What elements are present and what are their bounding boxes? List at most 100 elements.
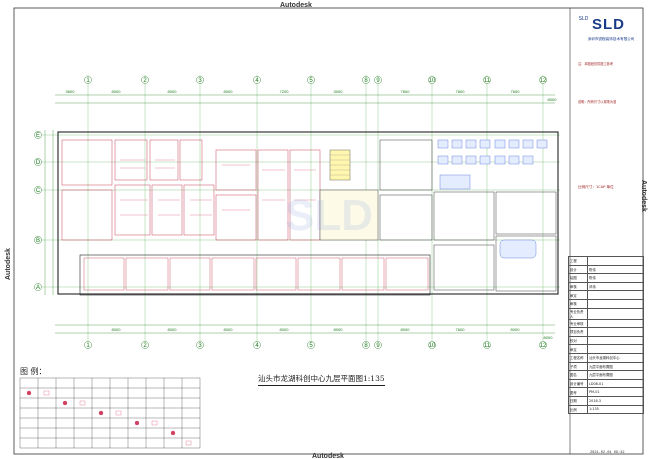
bottom-axis-1: 1 xyxy=(86,343,90,349)
title-block-value: 陈伟 xyxy=(587,273,644,283)
company-name: 深圳市锐程装饰技术有限公司 xyxy=(587,37,635,41)
bottom-axis-12: 12 xyxy=(540,343,547,349)
title-block-key: 日期 xyxy=(568,395,588,406)
title-block-value: 邓伟 xyxy=(587,281,644,292)
bottom-axis-4: 4 xyxy=(255,343,259,349)
lower-wing xyxy=(79,254,431,296)
title-block-key: 设计 xyxy=(568,264,588,275)
bottom-axis-8: 8 xyxy=(364,343,368,349)
top-dim-0: 3600 xyxy=(66,89,76,94)
row-axis-A: A xyxy=(36,285,40,291)
stair-treads xyxy=(330,154,350,176)
bottom-dim-7: 8000 xyxy=(511,327,521,332)
title-block-row: 项目负责 xyxy=(568,327,644,337)
watermark-right: Autodesk xyxy=(640,180,647,212)
title-block-key: 比例 xyxy=(568,404,588,415)
core-corridor xyxy=(319,189,379,241)
title-block-key: 校对 xyxy=(568,335,588,346)
top-dim-9: 8000 xyxy=(548,97,558,102)
title-block-value: 九层平面布置图 xyxy=(587,370,644,380)
title-block-key: 工程名称 xyxy=(568,352,588,363)
note-b: 说明：所有尺寸以现场为准 xyxy=(578,100,617,104)
bottom-dim-4: 8000 xyxy=(334,327,344,332)
title-block-value xyxy=(587,307,644,320)
outer-frame xyxy=(13,7,644,455)
row-axis-bubbles xyxy=(34,131,42,291)
title-block-value: LD08-01 xyxy=(587,378,644,389)
title-block-value: 2018.3 xyxy=(587,395,644,406)
title-block-row: 专业负责人 xyxy=(568,307,644,320)
title-block-key: 项目负责 xyxy=(568,327,588,337)
title-block-row: 子项九层平面布置图 xyxy=(568,361,644,372)
title-block-value: 陈伟 xyxy=(587,264,644,275)
top-axis-5: 5 xyxy=(309,78,313,84)
company-logo: SLD xyxy=(592,16,625,33)
title-block-key: 子项 xyxy=(568,361,588,372)
top-dim-2: 8000 xyxy=(168,89,178,94)
legend-grid xyxy=(19,377,201,449)
title-block-row: 校对 xyxy=(568,335,644,346)
title-block: 工程设计陈伟绘图陈伟审核邓伟审定审核专业负责人专业审核项目负责校对审定工程名称汕… xyxy=(568,256,644,415)
bottom-axis-9: 9 xyxy=(376,343,380,349)
top-axis-11: 11 xyxy=(484,78,491,84)
note-a: 注：本图纸仅供施工参考 xyxy=(578,62,614,66)
title-block-key: 审定 xyxy=(568,344,588,354)
lower-wing-rooms xyxy=(83,257,429,291)
top-dim-4: 7200 xyxy=(280,89,290,94)
title-block-value xyxy=(587,290,644,300)
bottom-dim-2: 8000 xyxy=(224,327,234,332)
legend-symbols xyxy=(26,390,192,446)
title-block-value: 1:135 xyxy=(587,404,644,415)
watermark-bottom: Autodesk xyxy=(312,453,344,459)
title-block-row: 审核 xyxy=(568,298,644,309)
bottom-dim-1: 8000 xyxy=(168,327,178,332)
right-office-furniture xyxy=(437,139,548,259)
plan-watermark-logo: SLD xyxy=(285,191,373,240)
top-axis-8: 8 xyxy=(364,78,368,84)
title-block-value xyxy=(587,344,644,354)
watermark-top: Autodesk xyxy=(280,2,312,9)
top-dim-7: 7800 xyxy=(456,89,466,94)
title-block-value xyxy=(587,335,644,346)
bottom-dim-5: 8000 xyxy=(401,327,411,332)
dimension-lines xyxy=(44,94,555,334)
bottom-axis-11: 11 xyxy=(484,343,491,349)
date-stamp: 2021.02.04 09:32 xyxy=(590,451,625,455)
title-block-key: 设计编号 xyxy=(568,378,588,389)
title-block-key: 专业审核 xyxy=(568,318,588,329)
title-block-key: 审定 xyxy=(568,290,588,300)
top-axis-4: 4 xyxy=(255,78,259,84)
row-axis-B: B xyxy=(36,238,40,244)
title-block-row: 绘图陈伟 xyxy=(568,273,644,283)
top-axis-9: 9 xyxy=(376,78,380,84)
title-block-key: 审核 xyxy=(568,281,588,292)
title-block-value: PM-01 xyxy=(587,387,644,397)
top-axis-10: 10 xyxy=(429,78,436,84)
building-outline xyxy=(57,131,559,295)
title-block-key: 绘图 xyxy=(568,273,588,283)
top-dim-6: 7800 xyxy=(401,89,411,94)
right-office-block xyxy=(379,139,557,292)
top-dim-5: 3000 xyxy=(334,89,344,94)
top-axis-12: 12 xyxy=(540,78,547,84)
top-axis-bubbles xyxy=(84,76,547,84)
title-block-value xyxy=(587,327,644,337)
title-block-value xyxy=(587,256,644,266)
bottom-dim-0: 8000 xyxy=(112,327,122,332)
title-block-row: 设计陈伟 xyxy=(568,264,644,275)
title-block-key: 审核 xyxy=(568,298,588,309)
title-block-row: 审定 xyxy=(568,290,644,300)
legend-title: 图 例： xyxy=(20,367,47,376)
title-block-value: 汕头市龙湖科创中心 xyxy=(587,352,644,363)
bottom-dim-3: 8000 xyxy=(280,327,290,332)
grid-lines xyxy=(38,75,560,345)
scale-note: 比例尺寸：1CAP 单位 xyxy=(578,185,614,189)
watermark-left: Autodesk xyxy=(5,248,12,280)
title-block-row: 图名九层平面布置图 xyxy=(568,370,644,380)
top-axis-3: 3 xyxy=(198,78,202,84)
